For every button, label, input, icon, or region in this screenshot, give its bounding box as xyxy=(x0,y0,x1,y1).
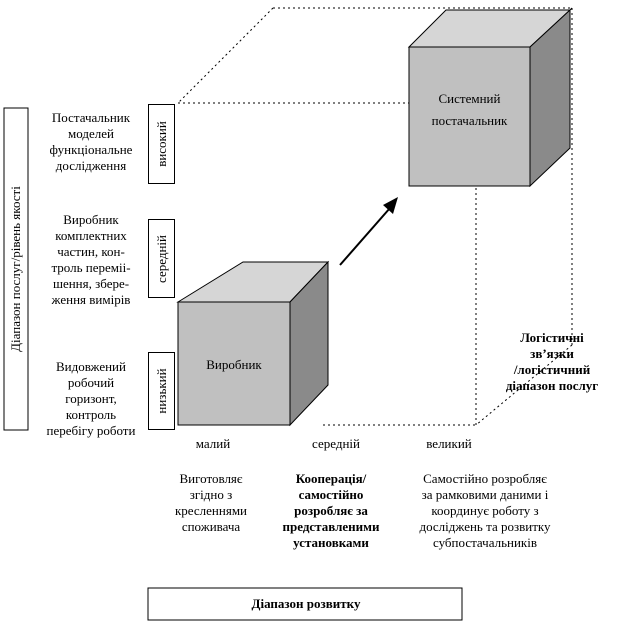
level-medium-box: середній xyxy=(148,219,175,298)
outline-cube xyxy=(177,7,573,426)
small-cube xyxy=(176,260,330,427)
large-cube-front xyxy=(408,46,531,187)
level-high-description: Постачальник моделей функціональне дослі… xyxy=(49,110,133,173)
x-level-medium: середній xyxy=(312,436,360,451)
growth-arrow xyxy=(339,197,398,266)
level-low-label: низький xyxy=(153,368,169,414)
x-level-high: великий xyxy=(426,436,472,451)
level-medium-description: Виробник комплектних частин, кон- троль … xyxy=(51,212,131,307)
logistics-label: Логістичні зв’язки /логістичний діапазон… xyxy=(505,330,599,393)
x-description-medium: Кооперація/ самостійно розробляє за пред… xyxy=(282,471,380,550)
outline-top-left-edge xyxy=(177,7,274,104)
level-medium-label: середній xyxy=(153,234,169,283)
x-description-high: Самостійно розробляє за рамковими даними… xyxy=(419,471,551,550)
level-high-label: високий xyxy=(153,121,169,167)
y-axis-title: Діапазон послуг/рівень якості xyxy=(8,186,23,352)
large-cube xyxy=(407,8,572,188)
outline-depth-edge xyxy=(475,344,573,426)
y-axis-box xyxy=(3,107,29,431)
small-cube-label: Виробник xyxy=(206,357,262,372)
x-description-low: Виготовляє згідно з кресленнями споживач… xyxy=(174,471,247,534)
x-level-low: малий xyxy=(195,436,231,451)
level-high-box: високий xyxy=(148,104,175,184)
y-axis-title-holder: Діапазон послуг/рівень якості xyxy=(4,108,28,430)
small-cube-front xyxy=(177,301,291,426)
x-axis-title: Діапазон розвитку xyxy=(251,596,361,611)
x-axis-box xyxy=(147,587,463,621)
level-low-description: Видовжений робочий горизонт, контроль пе… xyxy=(46,359,136,438)
large-cube-label: Системний постачальник xyxy=(431,91,508,128)
level-low-box: низький xyxy=(148,352,175,430)
